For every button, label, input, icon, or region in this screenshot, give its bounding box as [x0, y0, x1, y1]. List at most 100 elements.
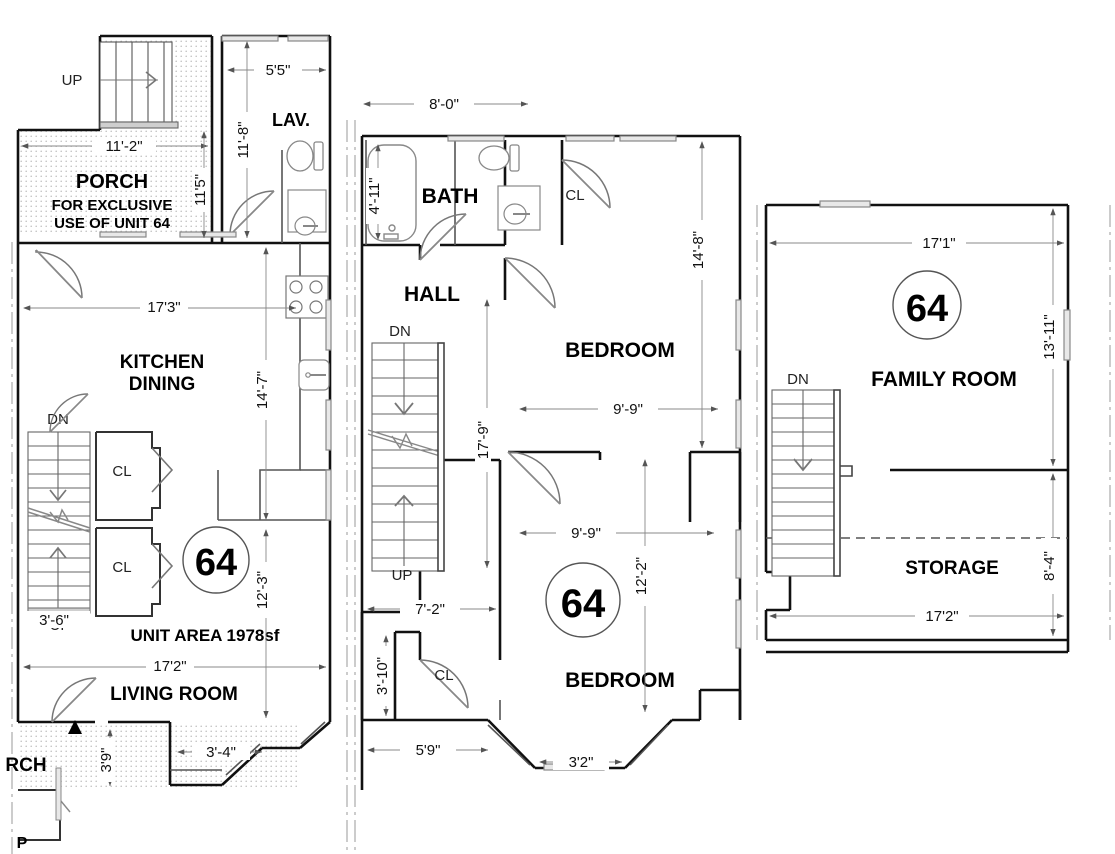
kitchen-entry-door-swing [35, 250, 83, 299]
unit-badge-text-2f: 64 [561, 582, 606, 626]
dim-living-width: 17'2" [153, 658, 186, 675]
dim-lav-width: 5'5" [266, 62, 291, 79]
dim-porch-width: 11'-2" [105, 138, 142, 155]
lower-level-stair [771, 389, 853, 577]
lav-door-swing [229, 190, 275, 236]
room-label-bedroom-front: BEDROOM [565, 669, 675, 692]
bedroom-rear-door-leaf [504, 257, 556, 309]
room-label-kitchen: KITCHEN [120, 352, 204, 373]
room-label-lavatory: LAV. [272, 110, 310, 130]
unit-area-note: UNIT AREA 1978sf [131, 626, 280, 645]
porch-stair-direction-label: UP [62, 72, 83, 89]
unit-badge-text-lower: 64 [906, 288, 948, 330]
stove-fixture [285, 275, 329, 319]
lav-door-leaf [229, 190, 275, 236]
stair-door-swing [49, 393, 89, 433]
stair-door-leaf [49, 393, 89, 433]
closet-lower-door-swing [151, 543, 174, 589]
room-label-storage: STORAGE [905, 558, 999, 579]
room-label-hall: HALL [404, 283, 460, 306]
bath-door-leaf [419, 213, 467, 261]
second-floor-stair [367, 342, 445, 572]
living-entry-door-leaf [51, 677, 97, 723]
dim-bay-face: 3'-4" [206, 744, 236, 761]
dim-bath-width: 8'-0" [429, 96, 459, 113]
room-label-dining: DINING [129, 374, 196, 395]
lav-sink-fixture [287, 189, 327, 236]
stair-down-label-2f: DN [389, 323, 411, 340]
unit-badge-first-floor: 64 [182, 526, 250, 594]
bath-closet-door-swing [561, 159, 611, 209]
toilet-fixture-2f [478, 144, 520, 172]
stair-down-label: DN [47, 411, 69, 428]
panel-centerlines [11, 120, 1111, 854]
room-label-living: LIVING ROOM [110, 684, 238, 705]
dim-bay-face-2f: 3'2" [569, 754, 594, 771]
dim-front-wall-width: 5'9" [416, 742, 441, 759]
bedroom-front-door-swing [507, 451, 561, 505]
room-label-bedroom-rear: BEDROOM [565, 339, 675, 362]
stair-up-label-2f: UP [392, 567, 413, 584]
stair-down-label-lower: DN [787, 371, 809, 388]
room-label-bath: BATH [422, 185, 479, 208]
first-floor-interior [170, 150, 330, 776]
dim-hall-width: 7'-2" [415, 601, 445, 618]
sink-fixture [298, 359, 330, 391]
dim-bedroom-front-width: 9'-9" [571, 525, 601, 542]
dim-family-depth: 13'-11" [1041, 314, 1058, 359]
plan-first-floor: UP DN UP [5, 34, 332, 852]
room-label-porch-sub1: FOR EXCLUSIVE [52, 197, 173, 214]
plan-second-floor: DN UP BATH HALL CL BEDROOM BEDROOM CL [360, 95, 742, 790]
dim-tub-length: 4'-11" [366, 177, 383, 214]
north-arrow-marker [68, 720, 82, 734]
bedroom-rear-door-swing [504, 257, 556, 309]
dim-hall-depth: 17'-9" [475, 421, 492, 459]
unit-badge-second-floor: 64 [545, 562, 621, 638]
bath-sink-fixture [497, 185, 541, 231]
dim-kitchen-depth: 14'-7" [254, 371, 271, 409]
dim-storage-depth: 8'-4" [1041, 551, 1058, 581]
dim-bedroom-front-depth: 12'-2" [633, 557, 650, 595]
room-label-porch: PORCH [76, 171, 148, 193]
bath-closet-door-leaf [561, 159, 611, 209]
toilet-fixture [286, 140, 324, 172]
room-label-porch-cut-bottom: P [17, 835, 28, 852]
hall-closet-door-leaf [419, 659, 469, 709]
room-label-closet-bath: CL [565, 187, 584, 204]
unit-badge-lower-level: 64 [892, 270, 962, 340]
plan-lower-level: DN FAMILY ROOM STORAGE 64 17'1" 13'-11" [764, 200, 1071, 654]
lower-level-walls [764, 203, 1070, 654]
dim-lav-depth: 11'-8" [235, 121, 252, 158]
dim-bedroom-rear-depth: 14'-8" [690, 231, 707, 269]
dim-living-depth: 12'-3" [254, 571, 271, 609]
dim-porch-depth: 11'5" [192, 174, 209, 206]
hall-closet-door-swing [419, 659, 469, 709]
lower-level-windows [819, 200, 1071, 361]
dim-closet-hall-depth: 3'-10" [374, 657, 391, 695]
living-entry-door-swing [51, 677, 97, 723]
dim-total-width: 17'2" [925, 608, 958, 625]
dim-kitchen-width: 17'3" [147, 299, 180, 316]
closet-lower-label: CL [112, 559, 131, 576]
closet-upper-label: CL [112, 463, 131, 480]
dim-family-width: 17'1" [922, 235, 955, 252]
porch-stair [99, 41, 179, 129]
room-label-family: FAMILY ROOM [871, 368, 1017, 391]
dim-bay-side: 3'9" [98, 748, 115, 773]
unit-badge-text: 64 [195, 542, 237, 584]
room-label-porch-cut: RCH [5, 755, 46, 776]
porch-lower-cut [18, 767, 71, 841]
bedroom-front-door-leaf [507, 451, 561, 505]
main-stair [27, 431, 91, 614]
kitchen-entry-door-leaf [35, 249, 83, 299]
dim-stair-width: 3'-6" [39, 612, 69, 629]
room-label-porch-sub2: USE OF UNIT 64 [54, 215, 171, 232]
dim-bedroom-rear-width: 9'-9" [613, 401, 643, 418]
closet-upper [95, 431, 161, 521]
bath-door-swing [419, 213, 467, 261]
closet-upper-door-swing [151, 447, 174, 493]
room-label-closet-hall: CL [434, 667, 453, 684]
closet-lower [95, 527, 161, 617]
